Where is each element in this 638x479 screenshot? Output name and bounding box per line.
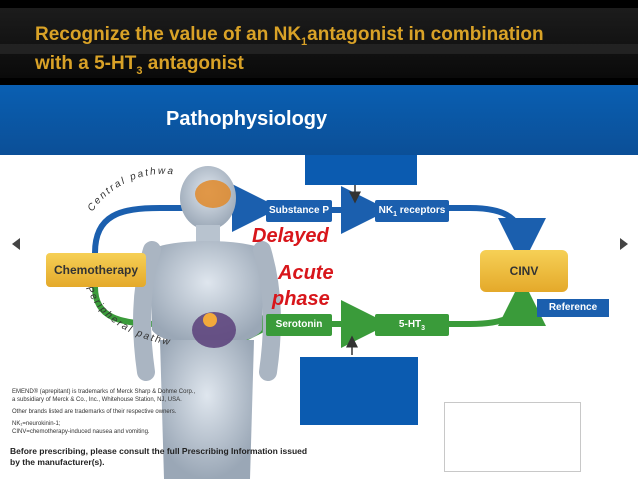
left-nav-arrow-icon[interactable] xyxy=(12,238,20,250)
title-bar xyxy=(0,8,638,78)
other-brands-note: Other brands listed are trademarks of th… xyxy=(12,409,177,415)
slide-title: Recognize the value of an NK1antagonist … xyxy=(35,24,544,77)
cinv-box: CINV xyxy=(480,250,568,292)
substance-p-box: Substance P xyxy=(266,200,332,222)
abbr-note-1: NK₁=neurokinin-1; xyxy=(12,421,61,427)
trademark-note-2: a subsidiary of Merck & Co., Inc., White… xyxy=(12,397,182,403)
chemotherapy-box: Chemotherapy xyxy=(46,253,146,287)
trademark-note-1: EMEND® (aprepitant) is trademarks of Mer… xyxy=(12,389,196,395)
overlay-panel-bottom xyxy=(300,357,418,425)
acute-label: Acute xyxy=(278,262,334,284)
human-body-illustration xyxy=(133,166,281,479)
overlay-panel-top xyxy=(305,155,417,185)
central-path-left xyxy=(92,184,280,254)
prescribing-note: Before prescribing, please consult the f… xyxy=(10,446,308,467)
abbr-note-2: CINV=chemotherapy-induced nausea and vom… xyxy=(12,429,150,435)
central-pathway-label: Central pathway xyxy=(0,0,173,214)
5ht3-receptors-box: 5-HT3 receptors xyxy=(375,314,449,356)
reference-button[interactable]: Reference xyxy=(537,299,609,317)
central-path-right xyxy=(449,205,546,266)
serotonin-box: Serotonin xyxy=(266,314,332,336)
delayed-label: Delayed xyxy=(252,225,329,247)
phase-label: phase xyxy=(272,288,330,310)
peripheral-path-right xyxy=(449,278,546,327)
blank-box xyxy=(444,402,581,472)
right-nav-arrow-icon[interactable] xyxy=(620,238,628,250)
nk1-receptors-box: NK1 receptors xyxy=(375,200,449,222)
brain-illustration xyxy=(195,180,231,208)
section-band xyxy=(0,85,638,155)
section-heading: Pathophysiology xyxy=(166,108,328,130)
svg-text:Central pathway: Central pathway xyxy=(0,0,175,214)
